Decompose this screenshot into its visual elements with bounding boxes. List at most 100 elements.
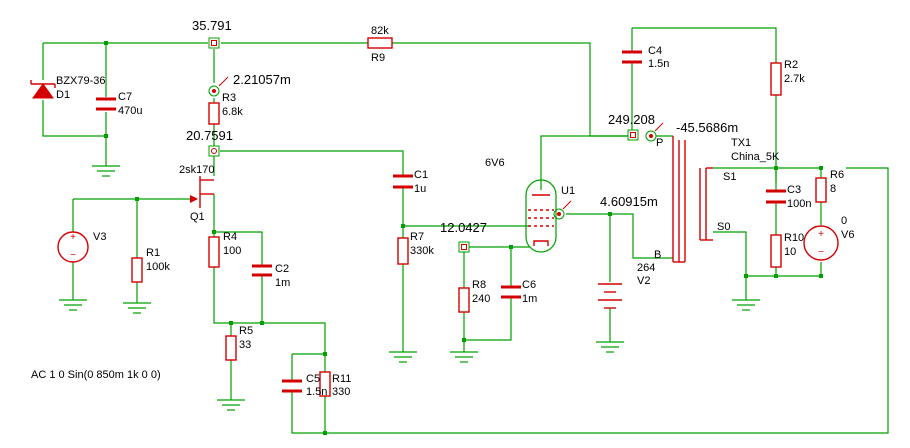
r11-resistor[interactable]: [319, 371, 331, 397]
c3-capacitor[interactable]: [766, 189, 786, 204]
v6-name: V6: [841, 229, 854, 241]
probe-markers: [208, 37, 664, 253]
svg-text:+: +: [818, 229, 824, 240]
probe-drain-node[interactable]: [208, 145, 220, 157]
probe-top-node-value: 35.791: [192, 18, 232, 33]
r3-value: 6.8k: [222, 106, 243, 118]
r1-name: R1: [146, 247, 160, 259]
tx1-transformer[interactable]: [672, 136, 713, 263]
tx1-name: TX1: [731, 137, 751, 149]
ground-icon: [450, 351, 478, 363]
c6-value: 1m: [522, 293, 537, 305]
probe-cathode-node-value: 12.0427: [440, 220, 487, 235]
r4-resistor[interactable]: [208, 236, 220, 268]
c5-value: 1.5n: [306, 386, 327, 398]
r10-name: R10: [784, 232, 804, 244]
u1-vacuum-tube[interactable]: [525, 179, 557, 253]
probe-top-node[interactable]: [208, 37, 220, 49]
v2-value: 264: [637, 262, 655, 274]
probe-r3-current-value: 2.21057m: [233, 72, 291, 87]
r1-resistor[interactable]: [131, 257, 143, 283]
probe-r3-current[interactable]: [208, 76, 229, 97]
r5-value: 33: [239, 339, 251, 351]
ground-icon: [732, 299, 760, 311]
probe-cathode-node[interactable]: [458, 241, 470, 253]
u1-name: U1: [561, 185, 575, 197]
c1-value: 1u: [414, 183, 426, 195]
tx1-pin-p: P: [656, 137, 663, 149]
r6-resistor[interactable]: [815, 177, 827, 203]
ground-symbols: [59, 165, 760, 411]
c2-capacitor[interactable]: [252, 264, 272, 277]
r8-resistor[interactable]: [458, 287, 470, 313]
c6-capacitor[interactable]: [501, 285, 521, 299]
v6-voltage-source[interactable]: + −: [803, 225, 839, 261]
c3-value: 100n: [787, 198, 811, 210]
tx1-pin-s1: S1: [723, 171, 736, 183]
r2-value: 2.7k: [784, 73, 805, 85]
r5-resistor[interactable]: [225, 335, 237, 361]
r2-name: R2: [784, 59, 798, 71]
q1-jfet[interactable]: [190, 176, 214, 208]
tx1-model: China_5K: [731, 151, 780, 163]
probe-plate-current[interactable]: [645, 122, 664, 142]
svg-text:−: −: [818, 247, 824, 258]
probe-screen-current-value: 4.60915m: [600, 194, 658, 209]
r10-value: 10: [784, 246, 796, 258]
c2-name: C2: [275, 263, 289, 275]
tx1-pin-s0: S0: [717, 221, 730, 233]
r6-value: 8: [830, 183, 836, 195]
c5-name: C5: [306, 373, 320, 385]
r9-value: 82k: [371, 25, 389, 37]
tx1-pin-b: B: [654, 249, 661, 261]
r7-value: 330k: [410, 245, 434, 257]
probe-plate-node[interactable]: [627, 129, 639, 141]
ground-icon: [217, 399, 245, 411]
svg-text:+: +: [70, 232, 76, 243]
r5-name: R5: [239, 325, 253, 337]
c3-name: C3: [787, 184, 801, 196]
r9-name: R9: [371, 52, 385, 64]
probe-plate-node-value: 249.208: [608, 112, 655, 127]
r3-resistor[interactable]: [208, 102, 220, 125]
r7-resistor[interactable]: [397, 237, 409, 265]
c4-name: C4: [648, 45, 662, 57]
labels: 35.791 2.21057m 20.7591 12.0427 249.208 …: [31, 18, 854, 398]
c5-capacitor[interactable]: [282, 379, 302, 393]
r8-value: 240: [472, 293, 490, 305]
r11-name: R11: [332, 373, 351, 385]
c1-capacitor[interactable]: [393, 174, 413, 189]
r1-value: 100k: [146, 261, 170, 273]
r9-resistor[interactable]: [367, 37, 393, 49]
svg-text:−: −: [70, 250, 76, 261]
source-spec: AC 1 0 Sin(0 850m 1k 0 0): [31, 369, 161, 381]
c4-value: 1.5n: [648, 58, 669, 70]
ground-icon: [389, 351, 417, 363]
ground-icon: [123, 302, 151, 314]
v2-name: V2: [637, 275, 650, 287]
c6-name: C6: [522, 279, 536, 291]
junction-dots: [104, 41, 823, 435]
q1-model: 2sk170: [179, 164, 214, 176]
r4-value: 100: [223, 245, 241, 257]
r2-resistor[interactable]: [770, 62, 782, 96]
v2-battery[interactable]: [598, 283, 622, 316]
ground-icon: [59, 299, 87, 311]
r3-name: R3: [222, 92, 236, 104]
c7-capacitor[interactable]: [96, 97, 116, 111]
c1-name: C1: [414, 169, 428, 181]
c7-value: 470u: [118, 105, 142, 117]
r7-name: R7: [410, 231, 424, 243]
d1-model: BZX79-36: [56, 75, 106, 87]
r6-name: R6: [830, 169, 844, 181]
tube-model: 6V6: [485, 157, 505, 169]
d1-name: D1: [56, 89, 70, 101]
ground-icon: [596, 341, 624, 353]
c4-capacitor[interactable]: [622, 50, 642, 64]
r11-value: 330: [332, 386, 350, 398]
d1-zener-diode[interactable]: [30, 80, 56, 99]
q1-name: Q1: [190, 211, 205, 223]
r10-resistor[interactable]: [770, 234, 782, 268]
v3-voltage-source[interactable]: + −: [57, 231, 89, 263]
